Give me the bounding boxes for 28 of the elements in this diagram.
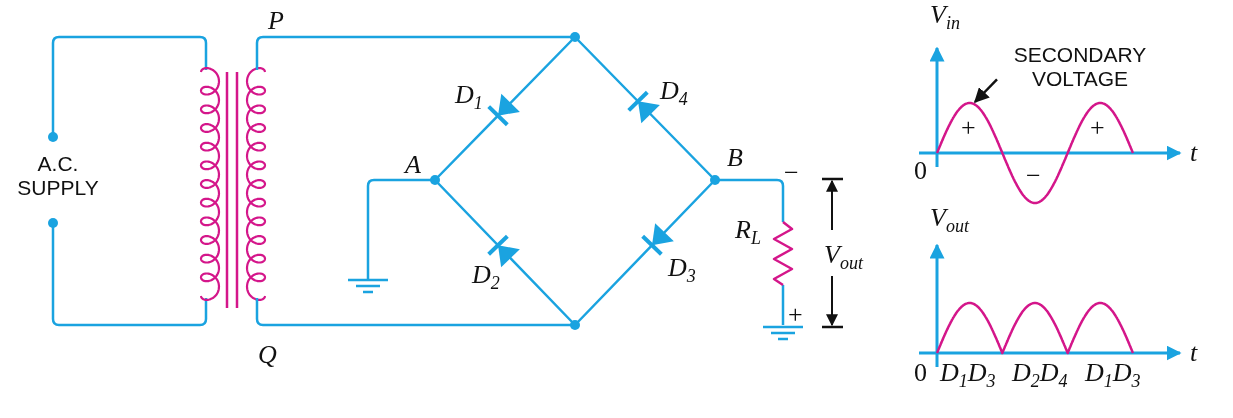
node-label: A [405, 152, 421, 178]
diode-label: D$_{4}$ [660, 78, 688, 108]
interval-label: D$_{2}$D$_{4}$ [1012, 360, 1068, 390]
voltage-label: V$_{out}$ [824, 242, 863, 272]
diode-label: D$_{1}$ [455, 82, 483, 112]
node-label: B [727, 145, 743, 171]
terminal-label: Q [258, 342, 277, 368]
supply-label: A.C. SUPPLY [16, 152, 100, 201]
polarity-sign: − [784, 160, 799, 186]
axis-label: t [1190, 140, 1198, 166]
interval-label: D$_{1}$D$_{3}$ [940, 360, 996, 390]
interval-label: D$_{1}$D$_{3}$ [1085, 360, 1141, 390]
diode-label: D$_{2}$ [472, 262, 500, 292]
polarity-sign: + [961, 115, 976, 141]
origin-label: 0 [914, 158, 927, 184]
polarity-sign: + [1090, 115, 1105, 141]
diode-label: D$_{3}$ [668, 255, 696, 285]
axis-title: V$_{in}$ [930, 2, 960, 32]
resistor-label: R$_{L}$ [735, 217, 761, 247]
waveform [935, 101, 1135, 205]
axis-title: V$_{out}$ [930, 205, 969, 235]
axis-label: t [1190, 340, 1198, 366]
leader-arrow [973, 78, 998, 104]
polarity-sign: + [788, 302, 803, 328]
polarity-sign: − [1026, 163, 1041, 189]
origin-label: 0 [914, 360, 927, 386]
callout-text: SECONDARY VOLTAGE [1000, 43, 1160, 92]
terminal-label: P [268, 8, 284, 34]
